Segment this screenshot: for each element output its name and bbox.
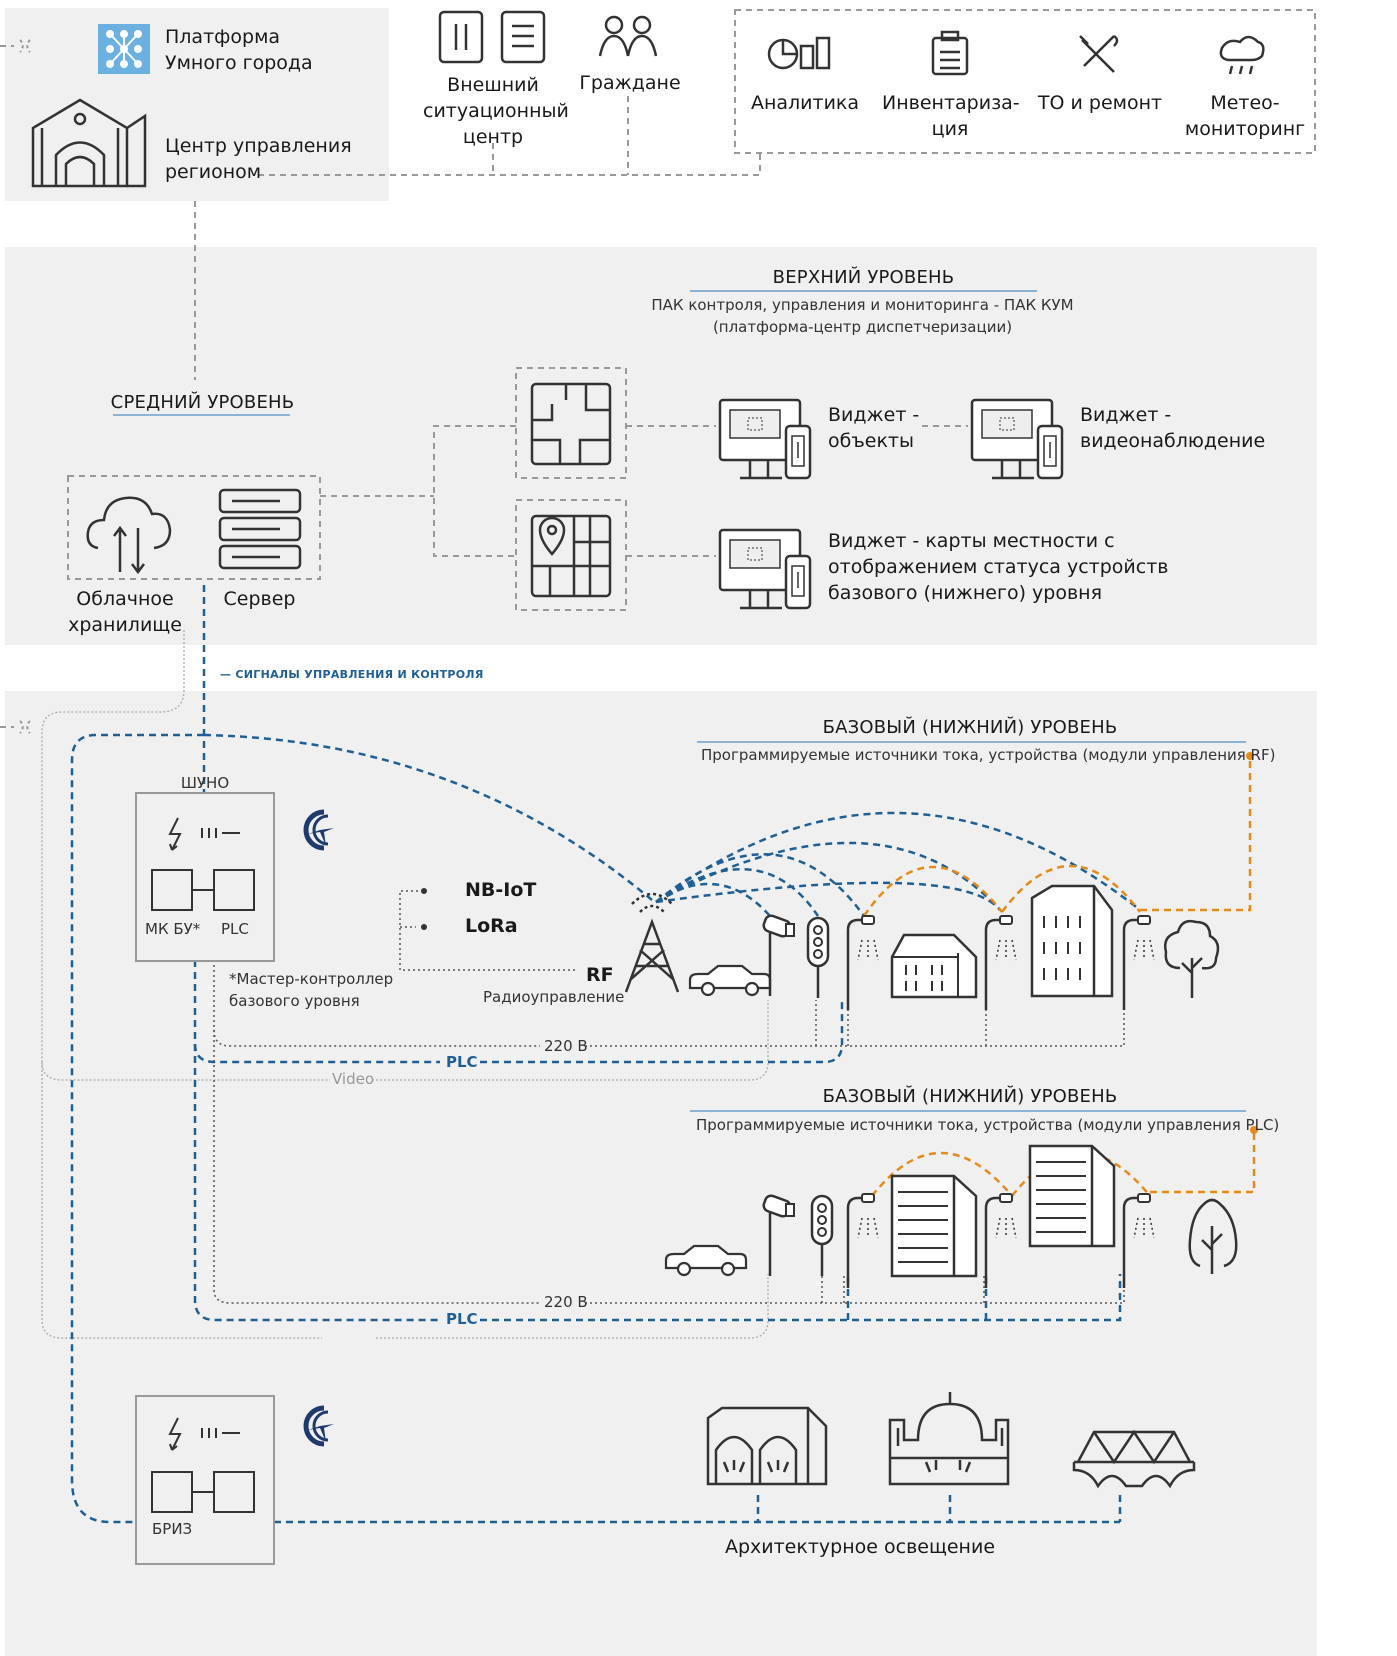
base-plc-title: БАЗОВЫЙ (НИЖНИЙ) УРОВЕНЬ (822, 1086, 1118, 1107)
voltage-label-rf: 220 В (544, 1037, 588, 1055)
architectural-lighting-label: Архитектурное освещение (724, 1536, 996, 1558)
region-center-icon (31, 98, 147, 188)
middle-level-title: СРЕДНИЙ УРОВЕНЬ (110, 392, 295, 413)
voltage-label-plc: 220 В (544, 1293, 588, 1311)
widget-video-label: Виджет - видеонаблюдение (1080, 404, 1266, 452)
rf-label: RF (586, 964, 614, 986)
briz-label: БРИЗ (152, 1520, 193, 1538)
external-center-label: Внешний ситуационный центр (423, 74, 569, 148)
tree-icon (1163, 919, 1220, 1000)
platform-icon (98, 24, 150, 74)
clipboard-icon (931, 30, 969, 76)
plc-line-label-rf: PLC (446, 1053, 478, 1071)
streetlight-icon (1122, 1192, 1156, 1290)
cloud-storage-label: Облачное хранилище (68, 588, 182, 636)
smart-city-panel (5, 8, 389, 201)
server-icon (218, 488, 302, 570)
widget-maps-label: Виджет - карты местности с отображением … (828, 530, 1169, 604)
rf-links (655, 811, 1141, 917)
radio-tower-icon (624, 892, 680, 993)
lora-label: LoRa (465, 915, 518, 937)
streetlight-icon (984, 914, 1018, 1012)
monitor-icon (718, 528, 812, 610)
tools-icon (1079, 34, 1119, 73)
floor-plan-icon (530, 382, 612, 466)
cctv-camera-icon (760, 1192, 796, 1278)
building-icon (1030, 884, 1114, 998)
traffic-light-icon (810, 1194, 834, 1278)
bridge-icon (1072, 1429, 1196, 1489)
upper-level-title: ВЕРХНИЙ УРОВЕНЬ (772, 267, 955, 288)
service-weather-label: Метео- мониторинг (1184, 92, 1306, 140)
widget-objects-label: Виджет - объекты (828, 404, 920, 452)
streetlight-icon (846, 1192, 880, 1290)
power-lines (213, 890, 1125, 1304)
video-line-label: Video (332, 1070, 375, 1088)
server-label: Сервер (223, 588, 296, 610)
streetlight-icon (846, 914, 880, 1012)
building-icon (890, 1174, 978, 1278)
company-logo (306, 1408, 334, 1444)
plc-module-label: PLC (221, 920, 249, 938)
car-icon (688, 964, 772, 997)
platform-title: Платформа Умного города (165, 26, 313, 74)
service-inventory-label: Инвентариза- ция (882, 92, 1020, 140)
video-lines (41, 630, 769, 1339)
shuno-cabinet (135, 792, 275, 962)
base-rf-title: БАЗОВЫЙ (НИЖНИЙ) УРОВЕНЬ (822, 717, 1118, 738)
region-center-label: Центр управления регионом (165, 135, 352, 183)
service-maintenance-label: ТО и ремонт (1037, 92, 1163, 114)
service-analytics-label: Аналитика (750, 92, 860, 114)
mk-bu-label: МК БУ* (145, 920, 201, 938)
traffic-light-icon (806, 916, 830, 1000)
upper-level-subtitle: ПАК контроля, управления и мониторинга -… (651, 296, 1074, 336)
base-plc-subtitle: Программируемые источники тока, устройст… (696, 1116, 1280, 1134)
citizens-icon (598, 15, 658, 57)
map-icon (530, 514, 612, 598)
mesh-links (862, 756, 1256, 1197)
middle-connectors (67, 367, 968, 611)
theater-icon (706, 1406, 828, 1486)
citizens-label: Граждане (579, 72, 681, 94)
weather-icon (1219, 35, 1265, 75)
cloud-storage-icon (86, 496, 172, 575)
radio-control-label: Радиоуправление (483, 988, 625, 1006)
documents-icon (438, 10, 546, 64)
shuno-label: ШУНО (180, 774, 230, 792)
nbiot-label: NB-IoT (465, 879, 537, 901)
top-connectors (0, 9, 1316, 728)
control-signals-legend: — СИГНАЛЫ УПРАВЛЕНИЯ И КОНТРОЛЯ (220, 668, 484, 681)
analytics-icon (767, 36, 831, 70)
mosque-icon (888, 1392, 1010, 1486)
streetlight-icon (1122, 914, 1156, 1012)
master-controller-footnote: *Мастер-контроллер базового уровня (229, 970, 394, 1010)
car-icon (664, 1244, 748, 1277)
company-logo (306, 812, 334, 848)
base-rf-subtitle: Программируемые источники тока, устройст… (701, 746, 1276, 764)
control-signal-lines (70, 585, 1122, 1524)
building-icon (1028, 1144, 1116, 1248)
monitor-icon (970, 398, 1064, 480)
briz-cabinet (135, 1395, 275, 1565)
building-icon (890, 933, 978, 999)
tree-icon (1188, 1198, 1238, 1274)
monitor-icon (718, 398, 812, 480)
streetlight-icon (984, 1192, 1018, 1290)
plc-line-label-plc: PLC (446, 1310, 478, 1328)
